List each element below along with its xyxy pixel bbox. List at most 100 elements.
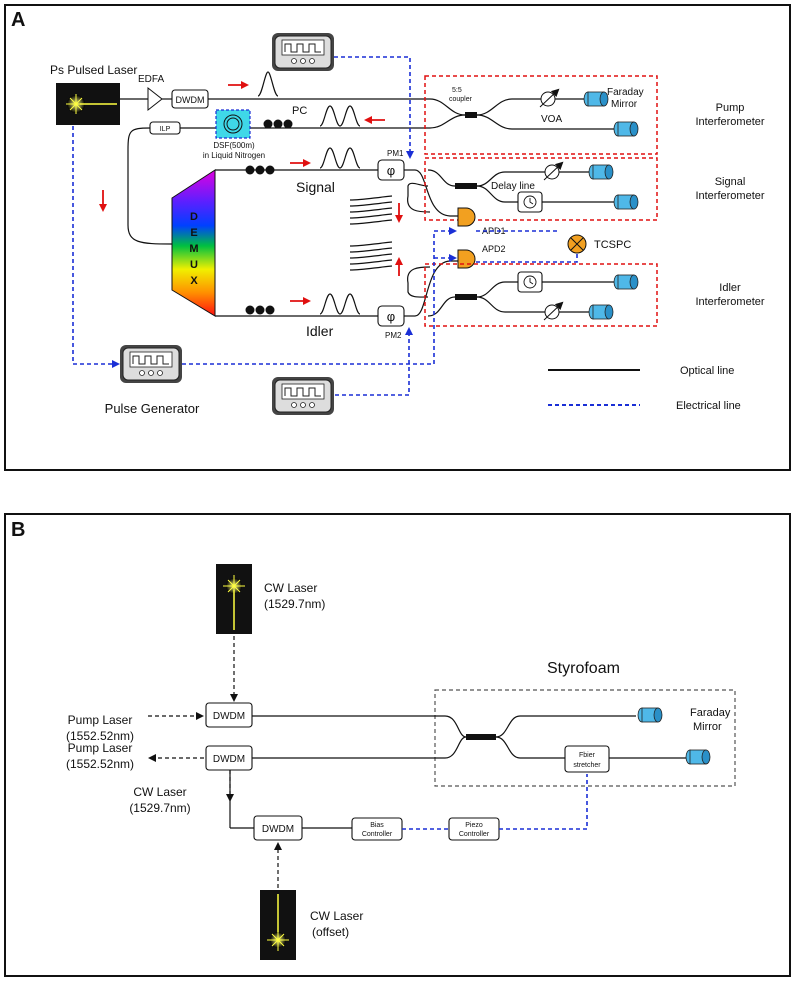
cw-laser-top	[216, 564, 252, 634]
panel-a-frame	[4, 4, 791, 471]
triplet-pulses-signal	[349, 195, 393, 225]
panel-a: A Ps Pulsed Laser	[4, 4, 791, 471]
panel-b-frame	[4, 513, 791, 977]
edfa-label: EDFA	[138, 74, 164, 85]
demux-letter-2: E	[190, 227, 197, 239]
panel-b-letter: B	[11, 519, 25, 541]
pc-idler-icon	[245, 305, 275, 315]
styrofoam-label: Styrofoam	[547, 660, 620, 677]
idler-int-label-1: Idler	[719, 282, 741, 294]
pump-interferometer-box	[424, 75, 658, 155]
pulse-generator-top-icon	[271, 32, 335, 72]
mirror-signal-2-icon	[613, 194, 639, 210]
pm2-phi: φ	[387, 309, 395, 324]
electrical-lines-a	[72, 56, 578, 396]
faraday-mirror-b1-icon	[637, 707, 663, 723]
apd2-label: APD2	[482, 244, 506, 254]
legend-optical-label: Optical line	[680, 365, 734, 377]
faraday-mirror-b2-icon	[685, 749, 711, 765]
ilp-box	[149, 121, 181, 135]
mirror-idler-1-icon	[613, 274, 639, 290]
dwdm-b3	[253, 815, 303, 841]
fiber-stretcher-label-1: Fbier	[579, 752, 596, 759]
signal-int-label-1: Signal	[715, 176, 746, 188]
pump-int-label-1: Pump	[716, 102, 745, 114]
pulse-generator-bottom-icon	[271, 376, 335, 416]
pulse-pair-a1	[319, 105, 341, 127]
cw-mid-label-1: CW Laser	[133, 785, 186, 799]
faraday-mirror-icon-a2	[613, 121, 639, 137]
cw-top-label-1: CW Laser	[264, 581, 317, 595]
cw-bottom-label-1: CW Laser	[310, 909, 363, 923]
panel-b: B CW Laser (1529.7nm) Styrofoam DWDM DWD…	[4, 513, 791, 977]
dsf-fiber	[215, 109, 251, 139]
pm1-label: PM1	[387, 149, 404, 158]
cw-mid-label-2: (1529.7nm)	[129, 801, 190, 815]
faraday-b-label-1: Faraday	[690, 707, 731, 719]
fiber-stretcher-label-2: stretcher	[573, 762, 601, 769]
faraday-label-a1: Faraday	[607, 87, 644, 98]
idler-interferometer-box	[424, 263, 658, 327]
fiber-stretcher	[564, 745, 610, 773]
demux-letter-3: M	[189, 243, 198, 255]
pc-label: PC	[292, 105, 307, 117]
cw-top-label-2: (1529.7nm)	[264, 597, 325, 611]
piezo-label-1: Piezo	[465, 822, 483, 829]
voa-label: VOA	[541, 114, 562, 125]
idler-int-label-2: Interferometer	[695, 296, 764, 308]
bias-label-2: Controller	[362, 831, 393, 838]
pulse-generator-icon	[119, 344, 183, 384]
pump-in-label-2: (1552.52nm)	[66, 729, 134, 743]
signal-label: Signal	[296, 179, 335, 195]
faraday-label-a2: Mirror	[611, 99, 638, 110]
mirror-idler-2-icon	[588, 304, 614, 320]
signal-interferometer-box	[424, 157, 658, 221]
faraday-mirror-icon-a1	[583, 91, 609, 107]
pump-pulse	[257, 71, 279, 97]
piezo-label-2: Controller	[459, 831, 490, 838]
dsf-label-1: DSF(500m)	[213, 141, 255, 150]
coupler-label-2: coupler	[449, 96, 473, 103]
dwdm-b1-label: DWDM	[213, 711, 245, 722]
dwdm-b1	[205, 702, 253, 728]
demux-letter-1: D	[190, 211, 198, 223]
cw-bottom-label-2: (offset)	[312, 925, 349, 939]
ilp-label: ILP	[160, 126, 171, 133]
edfa-amplifier	[147, 86, 163, 112]
electrical-lines-b	[402, 774, 588, 830]
cw-laser-bottom	[260, 890, 296, 960]
styrofoam-box	[434, 689, 736, 787]
dwdm-b3-label: DWDM	[262, 824, 294, 835]
pm2-label: PM2	[385, 331, 402, 340]
pm1-phi: φ	[387, 163, 395, 178]
ps-pulsed-laser-label: Ps Pulsed Laser	[50, 63, 137, 77]
dwdm-label-a: DWDM	[176, 95, 205, 105]
pulse-generator-label: Pulse Generator	[105, 401, 200, 416]
polarization-controller-icon	[263, 119, 293, 129]
pm2-modulator	[377, 305, 405, 327]
demux	[171, 169, 216, 317]
demux-letter-4: U	[190, 259, 198, 271]
idler-label: Idler	[306, 323, 334, 339]
apd2-detector	[457, 249, 476, 269]
dwdm-filter-a	[171, 89, 209, 109]
triplet-pulses-idler	[349, 241, 393, 271]
ps-pulsed-laser	[56, 83, 120, 125]
pm1-modulator	[377, 159, 405, 181]
pump-out-label-1: Pump Laser	[68, 741, 133, 755]
dwdm-b2-label: DWDM	[213, 754, 245, 765]
pump-in-label-1: Pump Laser	[68, 713, 133, 727]
bias-label-1: Bias	[370, 822, 384, 829]
mirror-signal-1-icon	[588, 164, 614, 180]
pc-signal-icon	[245, 165, 275, 175]
coupler-label-1: 5:5	[452, 87, 462, 94]
faraday-b-label-2: Mirror	[693, 721, 722, 733]
delay-line-label: Delay line	[491, 181, 535, 192]
optical-lines-a	[120, 98, 615, 317]
dsf-label-2: in Liquid Nitrogen	[203, 151, 265, 160]
legend-electrical-label: Electrical line	[676, 400, 741, 412]
signal-int-label-2: Interferometer	[695, 190, 764, 202]
demux-letter-5: X	[190, 275, 198, 287]
